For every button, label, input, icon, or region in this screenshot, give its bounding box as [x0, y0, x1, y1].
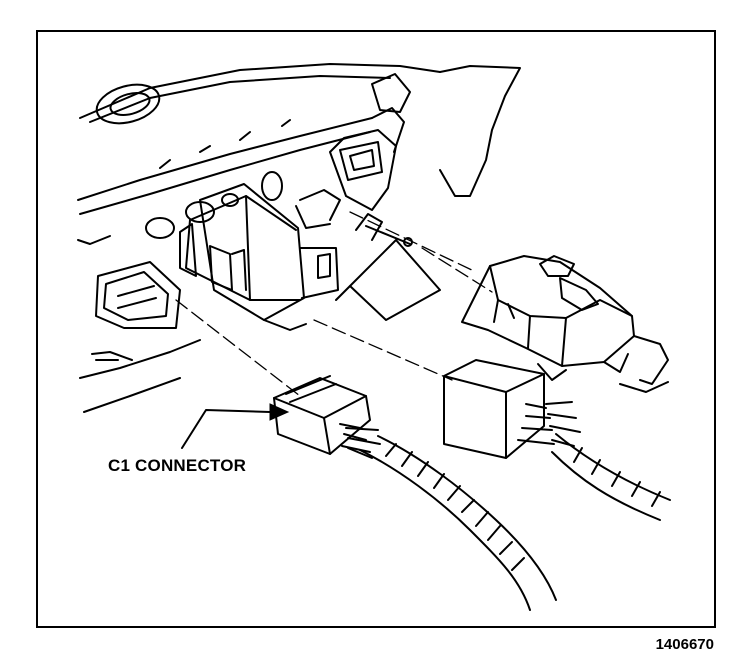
panel-receptacle — [179, 183, 339, 331]
mounting-plate — [335, 213, 441, 321]
dash-panel — [77, 63, 521, 413]
callout-leader — [181, 409, 271, 449]
square-connector — [443, 359, 555, 459]
callout-label-c1-connector: C1 CONNECTOR — [108, 456, 247, 475]
panel-bracket — [95, 261, 181, 329]
connector-wires — [345, 401, 581, 459]
wire-harness-right — [551, 433, 671, 521]
callout-arrowhead — [269, 403, 290, 421]
figure-number: 1406670 — [655, 636, 714, 653]
wire-harness-left — [359, 435, 557, 611]
c1-connector — [273, 375, 371, 455]
switch-module — [461, 255, 669, 393]
panel-switch-housing — [295, 107, 405, 229]
assembly-lines — [175, 211, 493, 397]
